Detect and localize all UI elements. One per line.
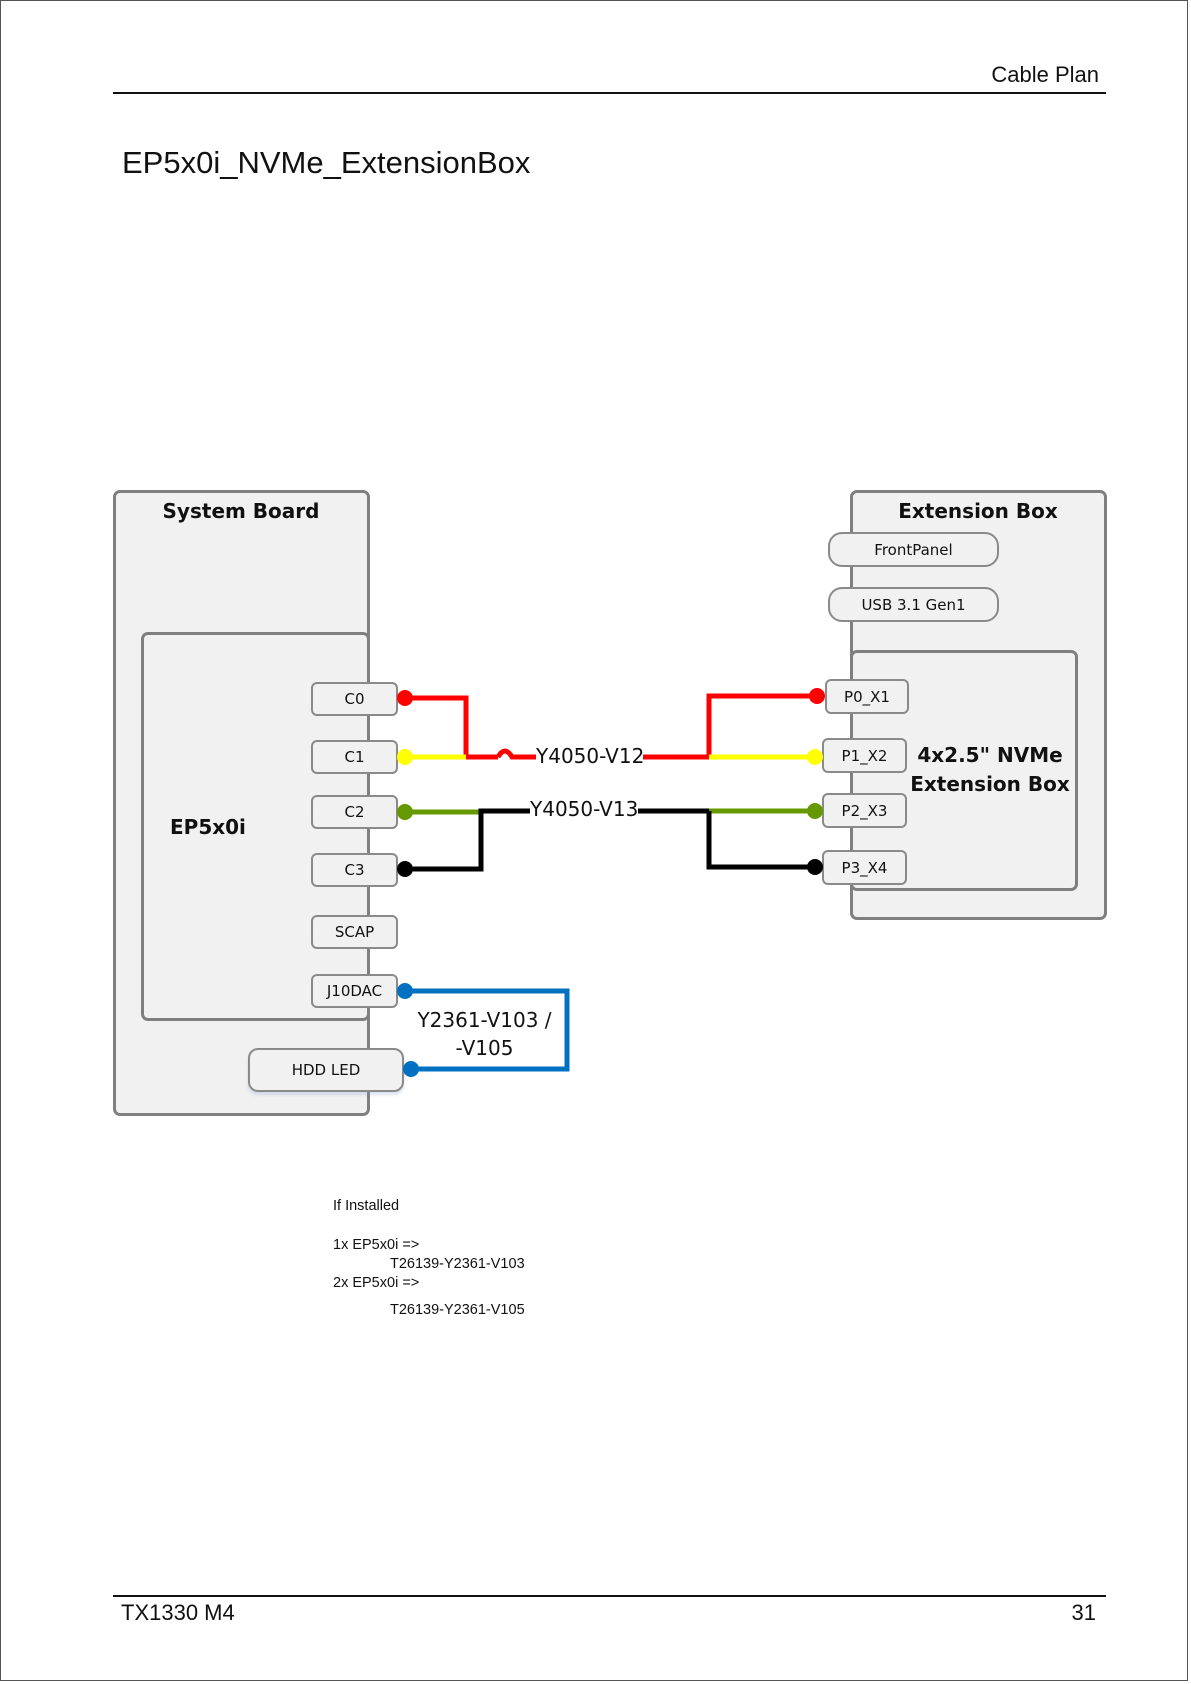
note-line4: T26139-Y2361-V105 <box>390 1302 525 1318</box>
header-rule <box>113 92 1106 94</box>
page-title: EP5x0i_NVMe_ExtensionBox <box>122 145 531 180</box>
cable-label-y2361-line1: Y2361-V103 / <box>417 1008 552 1032</box>
port-p1-x2[interactable]: P1_X2 <box>822 738 907 773</box>
port-scap[interactable]: SCAP <box>311 915 398 949</box>
dot-j10dac <box>397 983 413 999</box>
cable-y4050-v12-red-left <box>405 695 498 760</box>
dot-p1 <box>807 749 823 765</box>
cable-y4050-v13-black-right <box>706 811 815 870</box>
nvme-box-label-line1: 4x2.5" NVMe <box>917 743 1063 767</box>
cable-y4050-v12-red-hop <box>495 748 536 760</box>
port-c1[interactable]: C1 <box>311 740 398 774</box>
cable-y4050-v12-red-right <box>706 693 817 757</box>
dot-c0 <box>397 690 413 706</box>
port-hdd-led[interactable]: HDD LED <box>248 1048 404 1092</box>
port-c0[interactable]: C0 <box>311 682 398 716</box>
port-p3-x4[interactable]: P3_X4 <box>822 850 907 885</box>
nvme-box-label-line2: Extension Box <box>910 772 1070 796</box>
dot-c1 <box>397 749 413 765</box>
dot-p3 <box>807 859 823 875</box>
cable-y4050-v13-black-left <box>405 808 530 872</box>
dot-p2 <box>807 803 823 819</box>
header-section-title: Cable Plan <box>991 62 1099 87</box>
dot-p0 <box>809 688 825 704</box>
note-heading: If Installed <box>333 1198 400 1214</box>
port-usb-3-1-gen1[interactable]: USB 3.1 Gen1 <box>828 587 999 622</box>
system-board-label: System Board <box>162 499 320 523</box>
cable-y2361-blue <box>405 988 570 1072</box>
cable-label-y4050-v12: Y4050-V12 <box>536 744 645 768</box>
dot-c2 <box>397 804 413 820</box>
ep5x0i-label: EP5x0i <box>170 815 246 839</box>
dot-c3 <box>397 861 413 877</box>
note-line3: 2x EP5x0i => <box>333 1275 420 1291</box>
port-p2-x3[interactable]: P2_X3 <box>822 793 907 828</box>
port-j10dac[interactable]: J10DAC <box>311 974 398 1008</box>
cable-label-y2361-line2: -V105 <box>455 1036 514 1060</box>
cable-label-y4050-v13: Y4050-V13 <box>530 797 639 821</box>
port-p0-x1[interactable]: P0_X1 <box>825 679 909 714</box>
extension-box-label: Extension Box <box>898 499 1058 523</box>
note-line1: 1x EP5x0i => <box>333 1237 420 1253</box>
note-line2: T26139-Y2361-V103 <box>390 1256 525 1272</box>
footer-model: TX1330 M4 <box>121 1600 235 1625</box>
dot-hdd-led <box>403 1061 419 1077</box>
footer-page-number: 31 <box>1071 1600 1096 1625</box>
port-frontpanel[interactable]: FrontPanel <box>828 532 999 567</box>
footer-rule <box>113 1595 1106 1597</box>
port-c3[interactable]: C3 <box>311 853 398 887</box>
